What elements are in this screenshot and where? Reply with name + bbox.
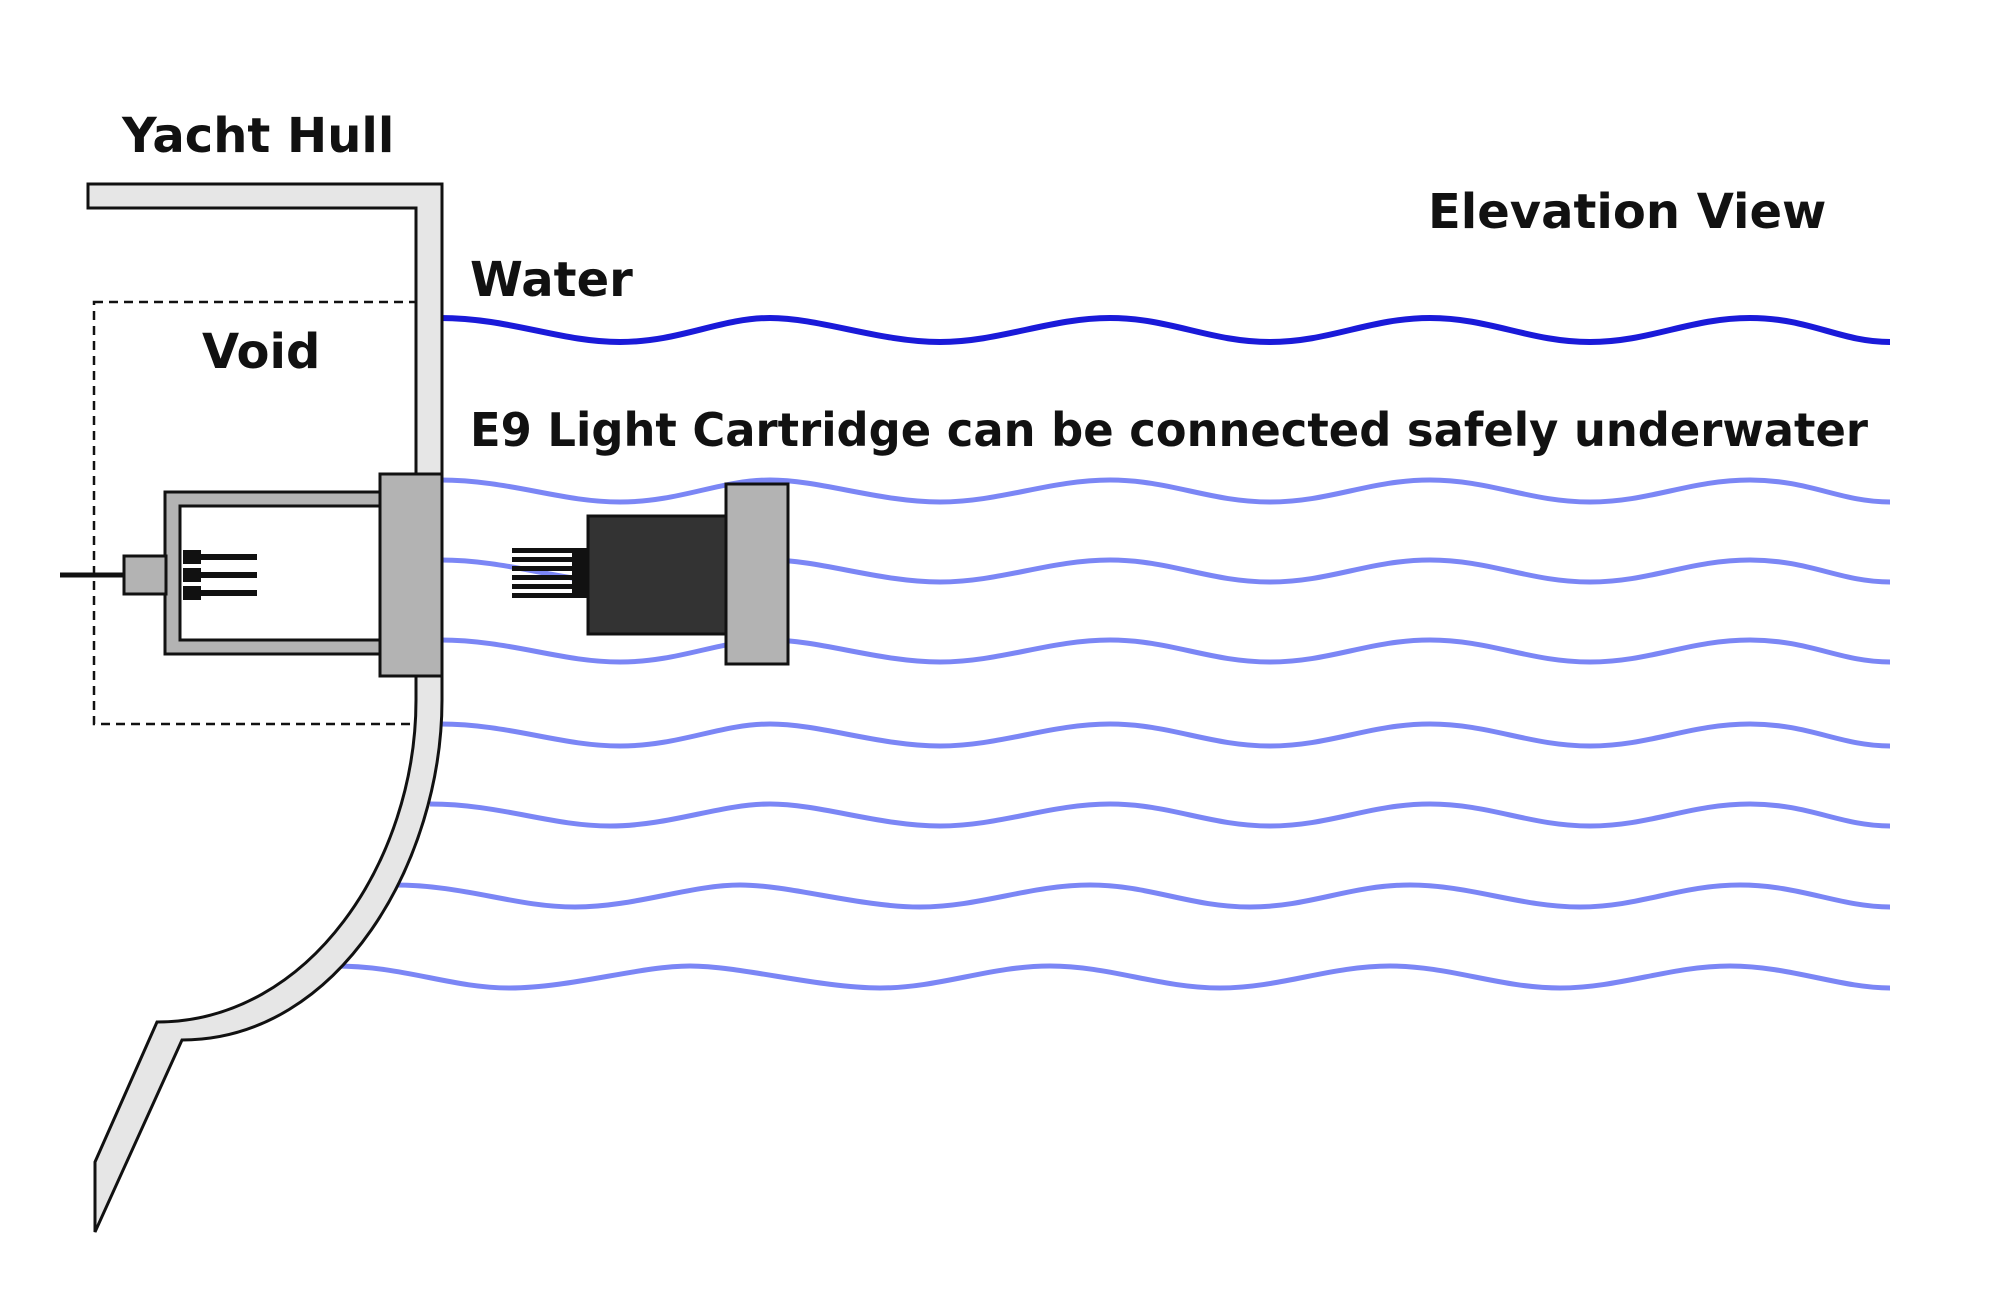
cartridge-pin-block — [572, 548, 590, 598]
water-surface-wave — [439, 314, 1891, 346]
yacht-hull-label: Yacht Hull — [121, 108, 394, 164]
cartridge-pin — [512, 575, 587, 580]
water-waves — [334, 477, 1891, 991]
cable-gland — [122, 554, 168, 596]
socket-pin — [201, 554, 257, 560]
housing-flange — [378, 472, 444, 678]
water-wave — [429, 801, 1891, 829]
socket-pins — [183, 550, 257, 600]
cartridge-pin — [512, 584, 587, 589]
cartridge-pin — [512, 566, 587, 571]
cartridge-body — [586, 514, 732, 636]
water-wave — [439, 721, 1891, 749]
cartridge-pin — [512, 593, 587, 598]
cartridge-pin — [512, 557, 587, 562]
cartridge-flange — [724, 482, 790, 666]
socket-pin — [183, 586, 201, 600]
water-wave — [439, 477, 1891, 505]
e9-light-cartridge — [512, 482, 790, 666]
cartridge-note: E9 Light Cartridge can be connected safe… — [470, 403, 1868, 457]
water-wave — [394, 882, 1891, 910]
socket-pin — [201, 572, 257, 578]
light-housing — [60, 472, 444, 678]
socket-pin — [183, 550, 201, 564]
elevation-view-title: Elevation View — [1428, 184, 1826, 240]
water-wave — [439, 637, 1891, 665]
water-wave — [334, 963, 1891, 991]
water-label: Water — [470, 252, 633, 308]
cartridge-pins — [512, 548, 590, 598]
socket-pin — [183, 568, 201, 582]
void-label: Void — [202, 324, 320, 380]
yacht-hull — [86, 182, 444, 1233]
socket-pin — [201, 590, 257, 596]
cartridge-pin — [512, 548, 587, 553]
